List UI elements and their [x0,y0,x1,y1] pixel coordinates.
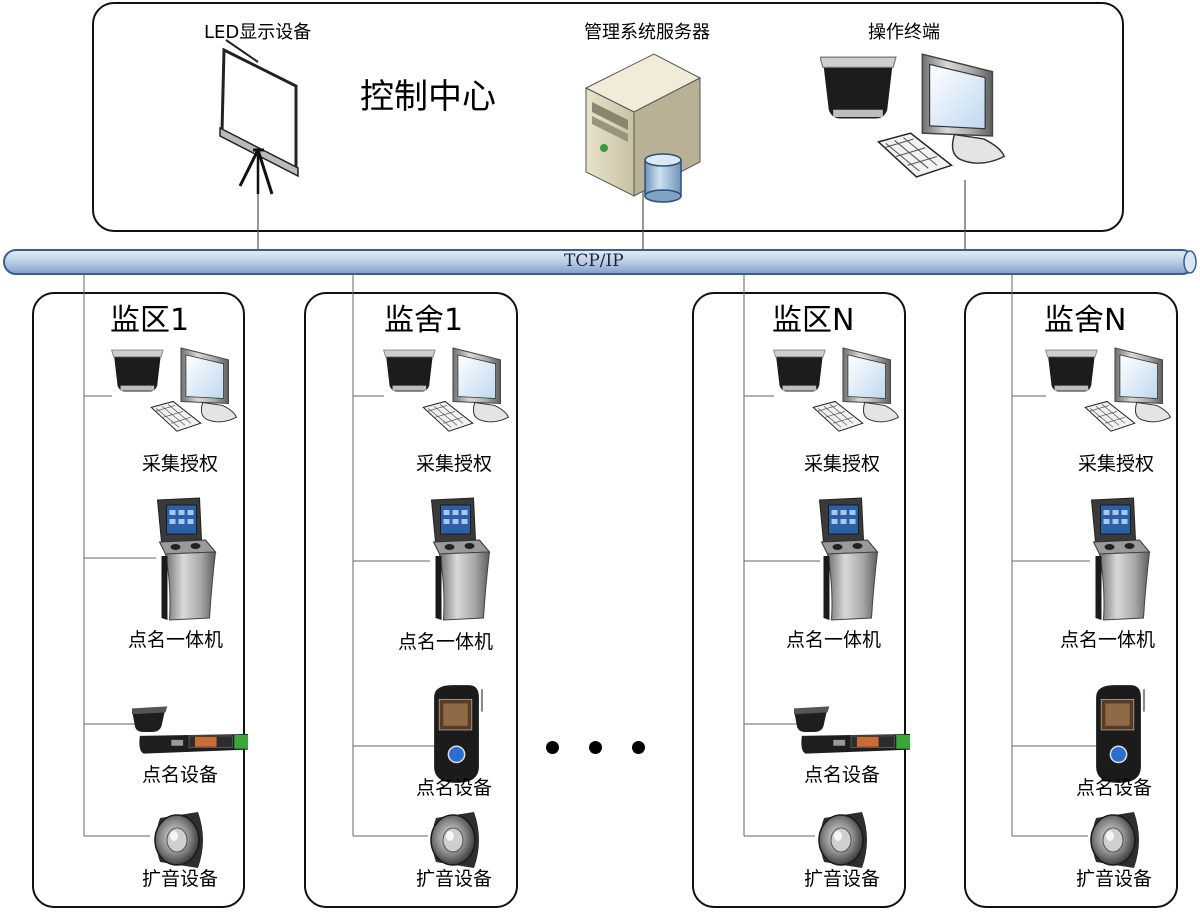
acquire-label-3: 采集授权 [804,453,881,475]
kiosk-label-3: 点名一体机 [786,629,882,651]
speaker-label-2: 扩音设备 [416,868,493,890]
speaker-label-1: 扩音设备 [142,868,219,890]
database-icon [644,153,682,203]
zone-box-1 [32,292,245,908]
ellipsis-dot [632,741,645,754]
network-bus [3,249,1197,275]
kiosk-label-1: 点名一体机 [128,629,224,651]
led-display-label: LED显示设备 [204,22,312,43]
terminal-label: 操作终端 [868,22,940,43]
rollcall-label-3: 点名设备 [804,764,881,786]
ellipsis-dot [589,741,602,754]
zone-1-icons [111,347,249,869]
kiosk-label-2: 点名一体机 [398,631,494,653]
computer-terminal-icon [820,53,1005,178]
speaker-label-3: 扩音设备 [804,868,881,890]
acquire-label-4: 采集授权 [1078,453,1155,475]
projector-screen-icon [219,39,299,195]
zone-title-1: 监区1 [110,303,190,338]
zone-3-icons [773,347,911,869]
control-center-box [92,2,1124,232]
kiosk-label-4: 点名一体机 [1060,629,1156,651]
ellipsis-dot [546,741,559,754]
zone-title-3: 监区N [772,303,855,338]
zone-title-2: 监舍1 [384,303,464,338]
control-center-title: 控制中心 [360,77,496,117]
acquire-label-1: 采集授权 [142,453,219,475]
zone-box-3 [692,292,906,908]
zone-box-2 [304,292,518,908]
rollcall-label-2: 点名设备 [416,777,493,799]
acquire-label-2: 采集授权 [416,453,493,475]
zone-box-4 [964,292,1178,908]
speaker-label-4: 扩音设备 [1076,868,1153,890]
zone-title-4: 监舍N [1044,303,1127,338]
rollcall-label-1: 点名设备 [142,764,219,786]
rollcall-label-4: 点名设备 [1076,777,1153,799]
server-tower-icon [584,53,702,197]
network-bus-label: TCP/IP [564,251,624,271]
server-label: 管理系统服务器 [584,22,710,43]
